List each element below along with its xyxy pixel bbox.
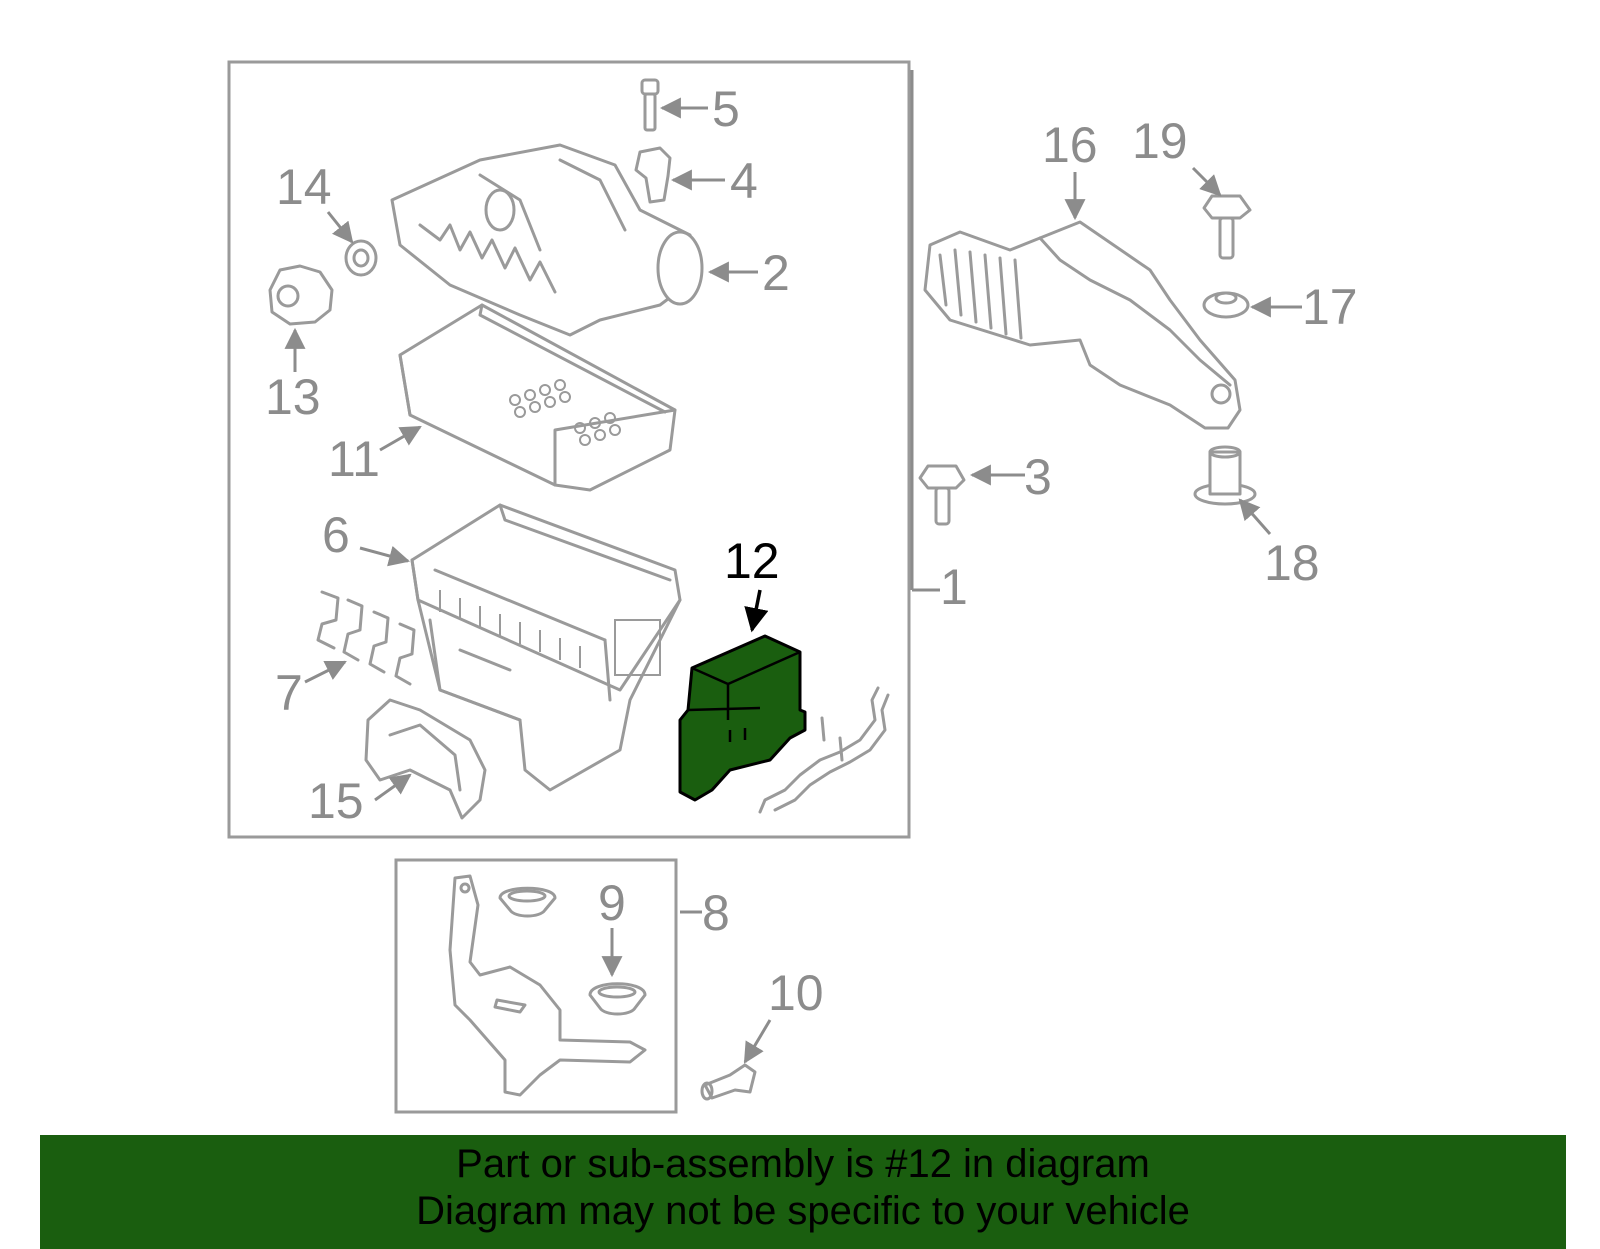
part-5-bolt — [640, 78, 660, 132]
callout-19: 19 — [1132, 113, 1188, 169]
assembly-box-8 — [394, 858, 678, 1114]
part-14-grommet — [344, 239, 378, 277]
callout-6: 6 — [322, 507, 350, 563]
banner-line-1: Part or sub-assembly is #12 in diagram — [456, 1142, 1150, 1186]
banner-line-2: Diagram may not be specific to your vehi… — [416, 1189, 1190, 1233]
part-bracket-wire — [758, 686, 890, 814]
callout-15: 15 — [308, 773, 364, 829]
part-4-sensor — [634, 146, 672, 204]
part-9-grommet-upper — [498, 886, 557, 918]
callout-9: 9 — [598, 875, 626, 931]
info-banner: Part or sub-assembly is #12 in diagram D… — [40, 1135, 1566, 1249]
callout-16: 16 — [1042, 117, 1098, 173]
part-19-bolt — [1202, 194, 1252, 260]
callout-14: 14 — [276, 159, 332, 215]
part-8-bracket — [448, 874, 647, 1097]
part-7-clips — [316, 590, 416, 686]
callout-2: 2 — [762, 245, 790, 301]
part-17-grommet — [1202, 291, 1250, 319]
callout-12: 12 — [724, 533, 780, 589]
callout-7: 7 — [275, 665, 303, 721]
callout-10: 10 — [768, 965, 824, 1021]
part-3-bolt — [918, 464, 966, 526]
callout-17: 17 — [1302, 279, 1358, 335]
callout-5: 5 — [712, 81, 740, 137]
part-9-grommet-lower — [588, 982, 647, 1016]
callout-18: 18 — [1264, 535, 1320, 591]
part-13-grommet — [268, 264, 334, 326]
assembly-box-1 — [227, 60, 911, 839]
part-6-lower-housing — [410, 503, 682, 792]
callout-11: 11 — [328, 431, 380, 487]
part-10-bolt — [700, 1063, 757, 1101]
callout-1: 1 — [940, 559, 968, 615]
part-15-seal — [364, 698, 487, 820]
part-12-highlighted — [678, 634, 807, 802]
callout-8: 8 — [702, 885, 730, 941]
part-16-intake-duct — [923, 220, 1242, 430]
callout-3: 3 — [1024, 449, 1052, 505]
part-2-air-cleaner-cover — [390, 143, 704, 337]
leader-arrows — [284, 70, 1302, 1064]
part-18-nut — [1193, 445, 1257, 506]
callout-13: 13 — [265, 369, 321, 425]
callout-4: 4 — [730, 153, 758, 209]
part-11-filter-element — [398, 303, 677, 492]
